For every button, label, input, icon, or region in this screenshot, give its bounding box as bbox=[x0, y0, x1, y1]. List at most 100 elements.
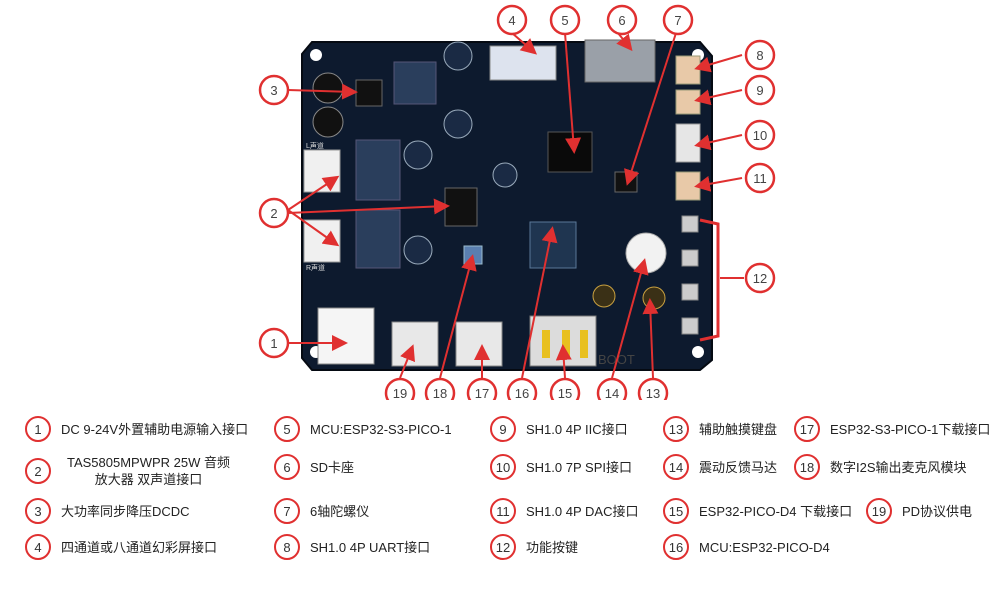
mcu-pico-d4-chip bbox=[529, 221, 577, 269]
callout-6: 6 bbox=[606, 4, 638, 36]
callout-18: 18 bbox=[424, 377, 456, 400]
legend-text: SH1.0 4P UART接口 bbox=[310, 539, 431, 555]
callout-13: 13 bbox=[637, 377, 669, 400]
legend-number: 19 bbox=[866, 498, 892, 524]
legend-number: 8 bbox=[274, 534, 300, 560]
dac-connector bbox=[675, 171, 701, 201]
usb-c-port-s3 bbox=[455, 321, 503, 367]
callout-11: 11 bbox=[744, 162, 776, 194]
callout-10: 10 bbox=[744, 119, 776, 151]
callout-number: 1 bbox=[270, 336, 277, 351]
legend-number: 10 bbox=[490, 454, 516, 480]
r-silk: R声道 bbox=[306, 263, 325, 272]
touch-pad bbox=[642, 286, 666, 310]
function-button bbox=[681, 215, 699, 233]
legend-item-2: 2 TAS5805MPWPR 25W 音频放大器 双声道接口 bbox=[25, 454, 236, 488]
callout-number: 10 bbox=[753, 128, 767, 143]
button-bracket bbox=[699, 218, 720, 342]
legend-item-4: 4 四通道或八通道幻彩屏接口 bbox=[25, 534, 217, 560]
inductor bbox=[355, 209, 401, 269]
speaker-connector-l bbox=[303, 149, 341, 193]
gyro-chip bbox=[614, 171, 638, 193]
legend-number: 3 bbox=[25, 498, 51, 524]
legend-number: 4 bbox=[25, 534, 51, 560]
capacitor bbox=[312, 72, 344, 104]
legend-text: ESP32-S3-PICO-1下载接口 bbox=[830, 421, 991, 437]
callout-9: 9 bbox=[744, 74, 776, 106]
iic-connector bbox=[675, 89, 701, 115]
uart-connector bbox=[675, 55, 701, 85]
legend-text: TAS5805MPWPR 25W 音频放大器 双声道接口 bbox=[66, 455, 231, 487]
legend-item-5: 5 MCU:ESP32-S3-PICO-1 bbox=[274, 416, 452, 442]
sd-slot bbox=[584, 39, 656, 83]
legend-number: 13 bbox=[663, 416, 689, 442]
legend-number: 2 bbox=[25, 458, 51, 484]
legend-item-15: 15 ESP32-PICO-D4 下载接口 bbox=[663, 498, 852, 524]
legend-number: 17 bbox=[794, 416, 820, 442]
callout-number: 15 bbox=[558, 386, 572, 400]
legend-number: 9 bbox=[490, 416, 516, 442]
vibration-motor bbox=[625, 232, 667, 274]
callout-8: 8 bbox=[744, 39, 776, 71]
legend-text: ESP32-PICO-D4 下载接口 bbox=[699, 503, 853, 519]
mcu-s3-chip bbox=[547, 131, 593, 173]
callout-5: 5 bbox=[549, 4, 581, 36]
function-button bbox=[681, 317, 699, 335]
callout-number: 3 bbox=[270, 83, 277, 98]
legend-text: SH1.0 4P IIC接口 bbox=[526, 421, 628, 437]
legend-number: 12 bbox=[490, 534, 516, 560]
callout-14: 14 bbox=[596, 377, 628, 400]
legend-item-3: 3 大功率同步降压DCDC bbox=[25, 498, 190, 524]
callout-15: 15 bbox=[549, 377, 581, 400]
legend-text: 辅助触摸键盘 bbox=[699, 421, 778, 437]
legend-number: 5 bbox=[274, 416, 300, 442]
capacitor bbox=[312, 106, 344, 138]
callout-7: 7 bbox=[662, 4, 694, 36]
mic-module bbox=[463, 245, 483, 265]
legend-item-16: 16 MCU:ESP32-PICO-D4 bbox=[663, 534, 830, 560]
legend-text: 6轴陀螺仪 bbox=[310, 503, 370, 519]
legend-text: 大功率同步降压DCDC bbox=[61, 503, 190, 519]
inductor bbox=[393, 61, 437, 105]
legend-text: DC 9-24V外置辅助电源输入接口 bbox=[61, 421, 249, 437]
led-connector bbox=[489, 45, 557, 81]
spi-connector bbox=[675, 123, 701, 163]
capacitor bbox=[403, 140, 433, 170]
legend-number: 16 bbox=[663, 534, 689, 560]
callout-number: 5 bbox=[561, 13, 568, 28]
legend-item-17: 17 ESP32-S3-PICO-1下载接口 bbox=[794, 416, 990, 442]
capacitor bbox=[403, 235, 433, 265]
legend-text: 数字I2S输出麦克风模块 bbox=[830, 459, 967, 475]
callout-number: 17 bbox=[475, 386, 489, 400]
legend-number: 15 bbox=[663, 498, 689, 524]
legend-number: 1 bbox=[25, 416, 51, 442]
amplifier-chip bbox=[444, 187, 478, 227]
callout-number: 12 bbox=[753, 271, 767, 286]
mount-hole bbox=[692, 346, 704, 358]
legend-text: MCU:ESP32-S3-PICO-1 bbox=[310, 421, 452, 437]
callout-number: 6 bbox=[618, 13, 625, 28]
legend-item-9: 9 SH1.0 4P IIC接口 bbox=[490, 416, 628, 442]
legend: 1 DC 9-24V外置辅助电源输入接口 2 TAS5805MPWPR 25W 音频放… bbox=[0, 405, 1004, 591]
callout-number: 11 bbox=[753, 171, 767, 186]
legend-text: MCU:ESP32-PICO-D4 bbox=[699, 539, 830, 555]
callout-number: 19 bbox=[393, 386, 407, 400]
legend-item-13: 13 辅助触摸键盘 bbox=[663, 416, 777, 442]
legend-text: 震动反馈马达 bbox=[699, 459, 778, 475]
function-button bbox=[681, 283, 699, 301]
inductor bbox=[355, 139, 401, 201]
legend-text: 四通道或八通道幻彩屏接口 bbox=[61, 539, 218, 555]
callout-2: 2 bbox=[258, 197, 290, 229]
callout-19: 19 bbox=[384, 377, 416, 400]
capacitor bbox=[443, 109, 473, 139]
l-silk: L声道 bbox=[306, 141, 324, 150]
